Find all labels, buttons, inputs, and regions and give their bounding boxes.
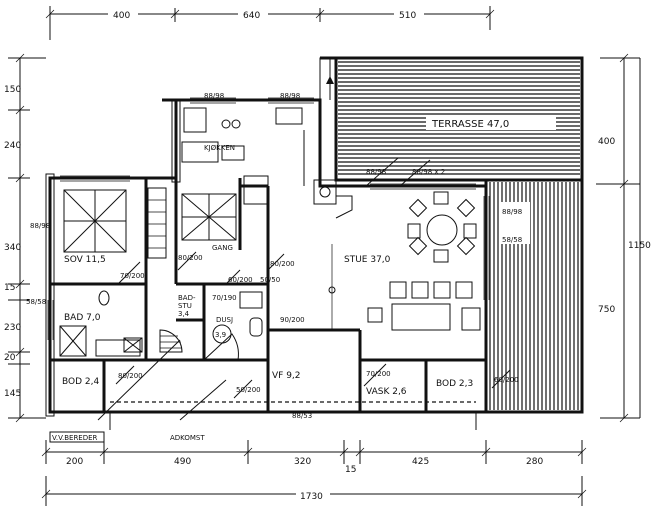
room-dusj-value: 3,9 (215, 331, 226, 339)
outer-walls (45, 98, 488, 417)
room-vask: VASK 2,6 (366, 387, 407, 397)
door-60-200-bod: 60/200 (494, 376, 519, 384)
label-adkomst: ADKOMST (170, 434, 205, 442)
side-table (367, 307, 383, 323)
dining-chair (463, 223, 477, 239)
interior-walls (50, 130, 486, 412)
dim-left-9: 145 (4, 389, 21, 399)
door-80-200-right: 80/200 (270, 260, 295, 268)
door-88-78: 58/58 (502, 236, 522, 244)
door-70-200-sov: 70/200 (120, 272, 145, 280)
dim-left-8: 20 (4, 353, 16, 363)
right-dimension-line: 400 1150 750 (596, 53, 651, 423)
room-badstu-3: 3,4 (178, 310, 190, 318)
dim-bottom-1: 200 (66, 457, 83, 467)
door-88-98-top2: 88/98 (280, 92, 300, 100)
dim-left-4: 340 (4, 243, 21, 253)
door-80-200-bod: 80/200 (118, 372, 143, 380)
dim-left-5: 15 (4, 283, 15, 293)
room-bod-left: BOD 2,4 (62, 377, 99, 387)
door-88-98-stue: 88/98 (366, 168, 386, 176)
armchair (389, 281, 407, 299)
dining-chair (433, 249, 449, 263)
kjokken-area: KJØKKEN 88/98 88/98 GANG 80/200 60/200 5… (177, 92, 353, 285)
dim-top-2: 640 (243, 11, 260, 21)
side-table (461, 307, 481, 331)
dining-table (426, 214, 458, 246)
room-sov: SOV 11,5 (64, 255, 106, 265)
dim-right-3: 750 (598, 305, 615, 315)
door-90-200: 90/200 (280, 316, 305, 324)
dim-bottom-3: 320 (294, 457, 311, 467)
door-70-200-vask: 70/200 (366, 370, 391, 378)
door-50-200: 50/200 (236, 386, 261, 394)
dim-bottom-4: 15 (345, 465, 356, 475)
dim-left-2: 240 (4, 141, 21, 151)
top-dimension-line: 400 640 510 (45, 6, 495, 40)
armchair (455, 281, 473, 299)
label-vv-bereder: V.V.BEREDER (52, 434, 98, 442)
terrasse-deck: TERRASSE 47,0 (319, 56, 584, 187)
dim-left-7: 230 (4, 323, 21, 333)
room-stue: STUE 37,0 (344, 255, 391, 265)
dim-left-3: 88/98 (30, 222, 50, 230)
door-88-98-top: 88/98 (204, 92, 224, 100)
room-kjokken: KJØKKEN (204, 144, 235, 152)
dining-chair (433, 191, 449, 205)
dim-left-1: 150 (4, 85, 21, 95)
coffee-table (391, 303, 451, 331)
dining-chair (408, 198, 428, 218)
room-vf: VF 9,2 (272, 371, 301, 381)
dining-chair (407, 223, 421, 239)
dim-bottom-5: 425 (412, 457, 429, 467)
door-70-190: 70/190 (212, 294, 237, 302)
room-dusj: DUSJ (216, 316, 233, 324)
door-60-200: 60/200 (228, 276, 253, 284)
sov-room: SOV 11,5 70/200 (63, 187, 167, 285)
room-badstu-1: BAD- (178, 294, 196, 302)
stue-room: STUE 37,0 88/98 x 2 88/98 (328, 157, 481, 331)
door-88-53-small: 50/50 (260, 276, 280, 284)
dim-right-2: 1150 (628, 241, 651, 251)
dim-bottom-2: 490 (174, 457, 191, 467)
bad-room: BAD 7,0 (59, 290, 143, 357)
dim-right-1: 400 (598, 137, 615, 147)
room-bod-right: BOD 2,3 (436, 379, 473, 389)
room-gang: GANG (212, 244, 233, 252)
badstu-room: BAD- STU 3,4 70/190 DUSJ 3,9 90/200 (159, 291, 305, 361)
door-58-78-a: 88/98 (502, 208, 522, 216)
entry-labels: ADKOMST V.V.BEREDER (49, 339, 227, 443)
room-badstu-2: STU (178, 302, 192, 310)
windows (47, 97, 490, 340)
armchair (433, 281, 451, 299)
bottom-dimension-line: 200 490 320 15 425 280 1730 (41, 440, 587, 506)
dining-chair (456, 198, 476, 218)
dim-bottom-6: 280 (526, 457, 543, 467)
door-88-98-x2: 88/98 x 2 (412, 168, 445, 176)
dim-left-6: 58/58 (26, 298, 46, 306)
north-arrow-icon (326, 58, 334, 100)
dining-chair (456, 236, 476, 256)
door-88-53: 88/53 (292, 412, 312, 420)
dim-overall: 1730 (300, 492, 323, 502)
room-terrasse: TERRASSE 47,0 (431, 119, 509, 130)
dining-chair (408, 236, 428, 256)
dim-top-1: 400 (113, 11, 130, 21)
armchair (411, 281, 429, 299)
left-dimension-line: 150 240 88/98 340 15 58/58 230 20 145 (4, 53, 50, 423)
vf-area: VF 9,2 50/200 VASK 2,6 70/200 BOD 2,3 60… (62, 320, 519, 430)
room-bad: BAD 7,0 (64, 313, 101, 323)
dim-top-3: 510 (399, 11, 416, 21)
terrasse-side-deck: 88/98 58/58 (484, 178, 584, 414)
